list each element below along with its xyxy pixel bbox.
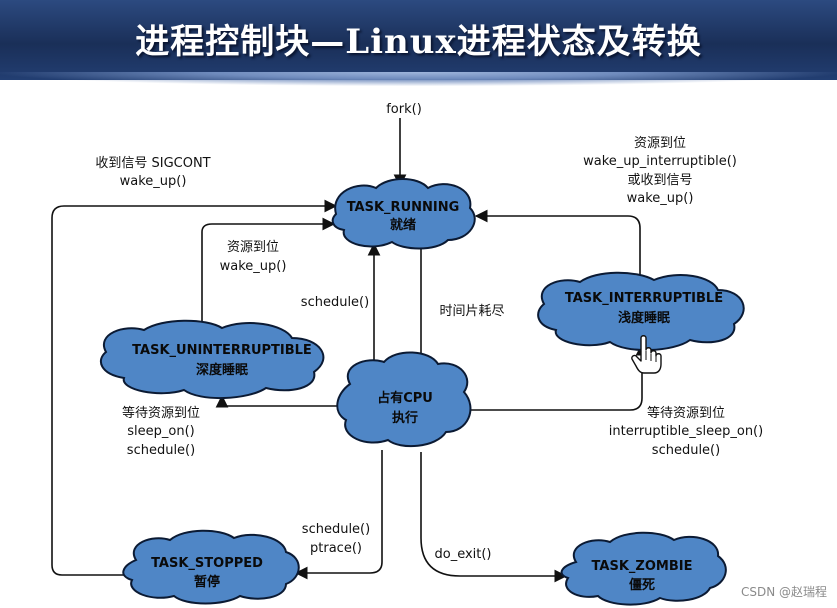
edge-exit <box>420 452 568 583</box>
label-stop-2: ptrace() <box>310 541 362 556</box>
state-uninterruptible-desc: 深度睡眠 <box>196 362 248 378</box>
label-stop-1: schedule() <box>302 522 370 537</box>
page-title: 进程控制块—Linux进程状态及转换 <box>135 22 702 62</box>
label-fork: fork() <box>386 102 422 117</box>
state-zombie-desc: 僵死 <box>629 577 655 593</box>
edge-unint-sleep <box>215 394 340 408</box>
label-int-wake-3: 或收到信号 <box>627 173 692 188</box>
state-interruptible: TASK_INTERRUPTIBLE 浅度睡眠 <box>537 271 745 351</box>
state-interruptible-desc: 浅度睡眠 <box>618 310 670 326</box>
label-int-wake-2: wake_up_interruptible() <box>583 154 737 169</box>
label-unint-sleep-3: schedule() <box>127 443 195 458</box>
edge-int-sleep <box>466 342 649 411</box>
hand-pointer-icon <box>631 335 662 374</box>
state-cpu-desc: 执行 <box>392 410 418 426</box>
label-schedule: schedule() <box>301 295 369 310</box>
state-uninterruptible: TASK_UNINTERRUPTIBLE 深度睡眠 <box>99 319 325 399</box>
label-unint-wake-2: wake_up() <box>220 259 287 274</box>
state-running: TASK_RUNNING 就绪 <box>331 178 476 250</box>
state-stopped-desc: 暂停 <box>194 574 220 590</box>
edge-sigcont <box>51 199 338 576</box>
label-unint-sleep-1: 等待资源到位 <box>122 405 200 421</box>
label-unint-sleep-2: sleep_on() <box>127 424 194 439</box>
label-sigcont-1: 收到信号 SIGCONT <box>95 156 210 171</box>
label-sigcont-2: wake_up() <box>120 174 187 189</box>
title-bar: 进程控制块—Linux进程状态及转换 <box>0 0 837 86</box>
state-zombie: TASK_ZOMBIE 僵死 <box>560 531 727 606</box>
label-int-sleep-2: interruptible_sleep_on() <box>609 424 763 439</box>
edge-stop <box>294 450 383 580</box>
state-cpu-name: 占有CPU <box>377 390 433 406</box>
state-running-desc: 就绪 <box>390 217 416 233</box>
label-int-wake-4: wake_up() <box>627 191 694 206</box>
state-running-name: TASK_RUNNING <box>347 200 460 215</box>
state-interruptible-name: TASK_INTERRUPTIBLE <box>565 291 723 306</box>
edge-unint-wake <box>201 217 336 330</box>
label-int-wake-1: 资源到位 <box>634 136 686 151</box>
label-int-sleep-1: 等待资源到位 <box>647 405 725 421</box>
label-exit: do_exit() <box>434 547 491 562</box>
label-int-sleep-3: schedule() <box>652 443 720 458</box>
state-uninterruptible-name: TASK_UNINTERRUPTIBLE <box>132 343 312 358</box>
edges <box>51 118 649 583</box>
state-stopped-name: TASK_STOPPED <box>151 556 263 571</box>
state-cpu: 占有CPU 执行 <box>336 351 472 448</box>
title-underline <box>0 72 837 86</box>
state-zombie-name: TASK_ZOMBIE <box>592 559 693 574</box>
watermark: CSDN @赵瑞程 <box>740 585 827 599</box>
label-unint-wake-1: 资源到位 <box>227 240 279 255</box>
edge-int-wake <box>474 209 641 278</box>
state-stopped: TASK_STOPPED 暂停 <box>122 529 300 605</box>
label-timeslice: 时间片耗尽 <box>439 304 504 319</box>
